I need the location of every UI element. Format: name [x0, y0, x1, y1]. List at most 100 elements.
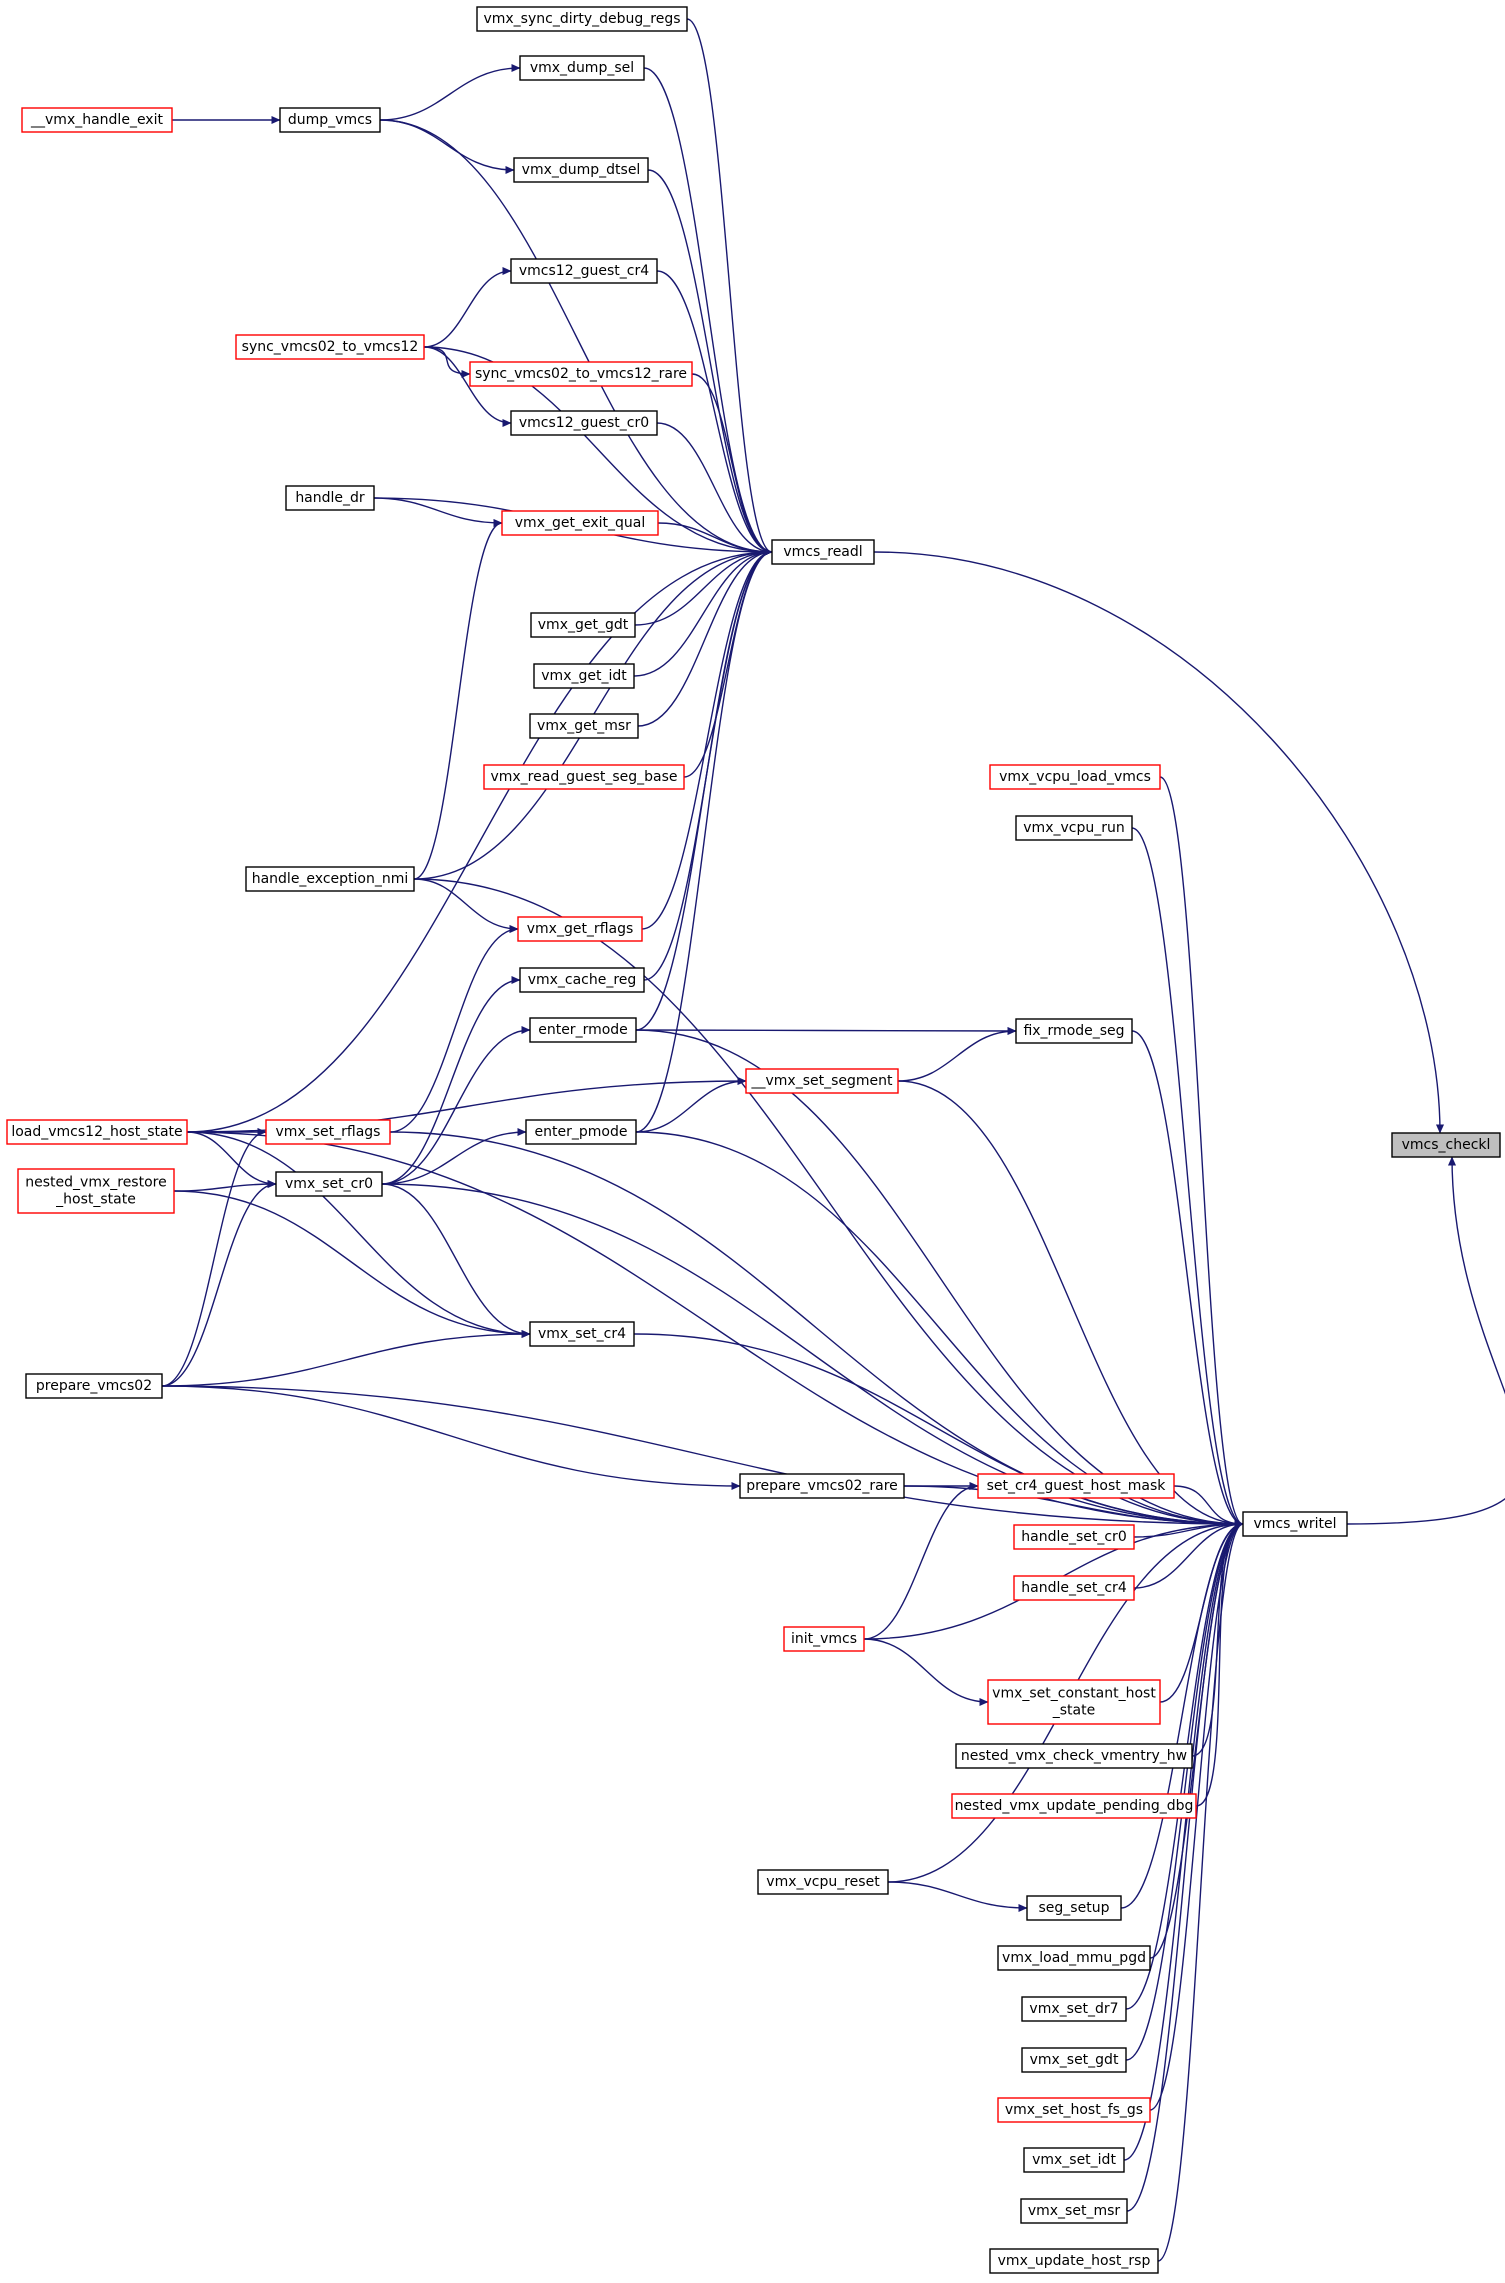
edge-vmcs-writel-to-vmcs-checkl [1346, 1156, 1505, 1525]
node---vmx-handle-exit[interactable]: __vmx_handle_exit [21, 107, 173, 133]
node-handle-set-cr0[interactable]: handle_set_cr0 [1013, 1524, 1135, 1550]
node-vmx-sync-dirty-debug-regs[interactable]: vmx_sync_dirty_debug_regs [476, 6, 688, 32]
node-box [265, 1119, 391, 1145]
node-handle-dr[interactable]: handle_dr [285, 485, 375, 511]
node-box [771, 539, 875, 565]
node-vmx-set-host-fs-gs[interactable]: vmx_set_host_fs_gs [997, 2097, 1151, 2123]
node-dump-vmcs[interactable]: dump_vmcs [279, 107, 381, 133]
node-handle-exception-nmi[interactable]: handle_exception_nmi [245, 866, 415, 892]
node-box [977, 1473, 1175, 1499]
node-prepare-vmcs02[interactable]: prepare_vmcs02 [25, 1373, 163, 1399]
node-vmx-vcpu-run[interactable]: vmx_vcpu_run [1015, 815, 1133, 841]
node-vmx-vcpu-load-vmcs[interactable]: vmx_vcpu_load_vmcs [989, 764, 1161, 790]
edge-prepare-vmcs02-to-vmx-set-cr4 [161, 1329, 531, 1387]
node-vmx-get-rflags[interactable]: vmx_get_rflags [517, 916, 643, 942]
edge-prepare-vmcs02-rare-to-vmcs-writel [903, 1485, 1244, 1529]
node-box [530, 612, 636, 638]
node-box [1023, 2147, 1125, 2173]
node-label: vmx_set_rflags [276, 1124, 381, 1140]
node-label: handle_dr [295, 490, 365, 506]
node-vmcs12-guest-cr4[interactable]: vmcs12_guest_cr4 [510, 258, 658, 284]
node-vmx-set-cr4[interactable]: vmx_set_cr4 [529, 1321, 635, 1347]
node-vmcs12-guest-cr0[interactable]: vmcs12_guest_cr0 [510, 410, 658, 436]
node-box [739, 1473, 905, 1499]
node-init-vmcs[interactable]: init_vmcs [783, 1626, 865, 1652]
node-vmx-get-idt[interactable]: vmx_get_idt [533, 663, 635, 689]
edge-load-vmcs12-host-state-to-vmcs-readl [186, 547, 773, 1133]
node-vmx-update-host-rsp[interactable]: vmx_update_host_rsp [989, 2248, 1159, 2274]
node-vmcs-writel[interactable]: vmcs_writel [1242, 1511, 1348, 1537]
edge-vmx-vcpu-reset-to-seg-setup [887, 1881, 1028, 1913]
node-vmx-get-msr[interactable]: vmx_get_msr [529, 713, 639, 739]
edge-vmx-set-gdt-to-vmcs-writel [1125, 1520, 1244, 2061]
node-vmx-set-constant-host-state[interactable]: vmx_set_constant_host_state [987, 1679, 1161, 1725]
node-box [1013, 1524, 1135, 1550]
node-vmx-get-gdt[interactable]: vmx_get_gdt [530, 612, 636, 638]
edge-vmcs-readl-to-vmcs-checkl [873, 551, 1445, 1134]
node-vmx-set-msr[interactable]: vmx_set_msr [1020, 2198, 1128, 2224]
node-vmx-set-gdt[interactable]: vmx_set_gdt [1021, 2047, 1127, 2073]
node-box [757, 1869, 889, 1895]
edge-vmx-set-cr0-to-vmx-cache-reg [381, 975, 521, 1185]
node-label: vmx_dump_dtsel [522, 162, 641, 178]
node-box [1013, 1575, 1135, 1601]
node-seg-setup[interactable]: seg_setup [1026, 1895, 1122, 1921]
node-label: prepare_vmcs02 [36, 1378, 152, 1394]
node-label: sync_vmcs02_to_vmcs12_rare [475, 366, 687, 382]
node-vmx-read-guest-seg-base[interactable]: vmx_read_guest_seg_base [483, 764, 685, 790]
edge-vmcs12-guest-cr4-to-vmcs-readl [656, 270, 773, 557]
node-prepare-vmcs02-rare[interactable]: prepare_vmcs02_rare [739, 1473, 905, 1499]
node-box [529, 1017, 637, 1043]
node-label: vmcs12_guest_cr4 [519, 263, 649, 279]
node-label: vmx_get_rflags [527, 921, 634, 937]
node-label: vmx_update_host_rsp [998, 2253, 1151, 2269]
node-label: vmx_cache_reg [528, 972, 637, 988]
node-load-vmcs12-host-state[interactable]: load_vmcs12_host_state [6, 1119, 188, 1145]
node-sync-vmcs02-to-vmcs12-rare[interactable]: sync_vmcs02_to_vmcs12_rare [469, 361, 693, 387]
node-vmx-set-rflags[interactable]: vmx_set_rflags [265, 1119, 391, 1145]
edge-vmx-get-exit-qual-to-vmcs-readl [657, 522, 773, 557]
node-label: vmx_set_dr7 [1029, 2001, 1118, 2017]
edge-handle-set-cr4-to-vmcs-writel [1133, 1519, 1244, 1589]
node-label: set_cr4_guest_host_mask [987, 1478, 1167, 1494]
node-vmx-vcpu-reset[interactable]: vmx_vcpu_reset [757, 1869, 889, 1895]
node-vmx-set-idt[interactable]: vmx_set_idt [1023, 2147, 1125, 2173]
node-label: vmcs12_guest_cr0 [519, 415, 649, 431]
node---vmx-set-segment[interactable]: __vmx_set_segment [745, 1068, 899, 1094]
node-vmx-get-exit-qual[interactable]: vmx_get_exit_qual [501, 510, 659, 536]
node-enter-pmode[interactable]: enter_pmode [525, 1119, 637, 1145]
node-enter-rmode[interactable]: enter_rmode [529, 1017, 637, 1043]
node-vmx-dump-dtsel[interactable]: vmx_dump_dtsel [513, 157, 649, 183]
node-box [510, 258, 658, 284]
node-box [517, 916, 643, 942]
node-nested-vmx-update-pending-dbg[interactable]: nested_vmx_update_pending_dbg [951, 1793, 1197, 1819]
edge-vmx-set-cr0-to-enter-rmode [381, 1025, 531, 1185]
node-fix-rmode-seg[interactable]: fix_rmode_seg [1015, 1018, 1133, 1044]
node-box [1015, 815, 1133, 841]
node-vmx-cache-reg[interactable]: vmx_cache_reg [519, 967, 645, 993]
node-box [275, 1171, 383, 1197]
edge-sync-vmcs02-to-vmcs12-to-vmcs12-guest-cr0 [423, 346, 512, 428]
node-vmx-set-cr0[interactable]: vmx_set_cr0 [275, 1171, 383, 1197]
edge-vmx-vcpu-run-to-vmcs-writel [1131, 827, 1244, 1528]
node-label: vmx_set_cr0 [285, 1176, 373, 1192]
node-box [783, 1626, 865, 1652]
node-nested-vmx-check-vmentry-hw[interactable]: nested_vmx_check_vmentry_hw [955, 1743, 1193, 1769]
node-label: vmx_vcpu_run [1023, 820, 1124, 836]
node-vmx-dump-sel[interactable]: vmx_dump_sel [519, 55, 645, 81]
node-label: __vmx_set_segment [750, 1073, 893, 1089]
node-vmx-load-mmu-pgd[interactable]: vmx_load_mmu_pgd [997, 1945, 1151, 1971]
edge-sync-vmcs02-to-vmcs12-to-vmcs12-guest-cr4 [423, 266, 512, 348]
node-set-cr4-guest-host-mask[interactable]: set_cr4_guest_host_mask [977, 1473, 1175, 1499]
node-handle-set-cr4[interactable]: handle_set_cr4 [1013, 1575, 1135, 1601]
node-vmcs-checkl[interactable]: vmcs_checkl [1391, 1132, 1501, 1158]
node-vmx-set-dr7[interactable]: vmx_set_dr7 [1021, 1996, 1127, 2022]
node-label: vmx_get_exit_qual [515, 515, 645, 531]
node-vmcs-readl[interactable]: vmcs_readl [771, 539, 875, 565]
edge-vmx-set-cr0-to-vmx-set-cr4 [381, 1183, 531, 1339]
node-nested-vmx-restore-host-state[interactable]: nested_vmx_restore_host_state [17, 1168, 175, 1214]
node-sync-vmcs02-to-vmcs12[interactable]: sync_vmcs02_to_vmcs12 [235, 334, 425, 360]
edge-prepare-vmcs02-to-vmx-set-cr0 [161, 1179, 277, 1387]
edge-set-cr4-guest-host-mask-to-vmcs-writel [1173, 1485, 1244, 1529]
